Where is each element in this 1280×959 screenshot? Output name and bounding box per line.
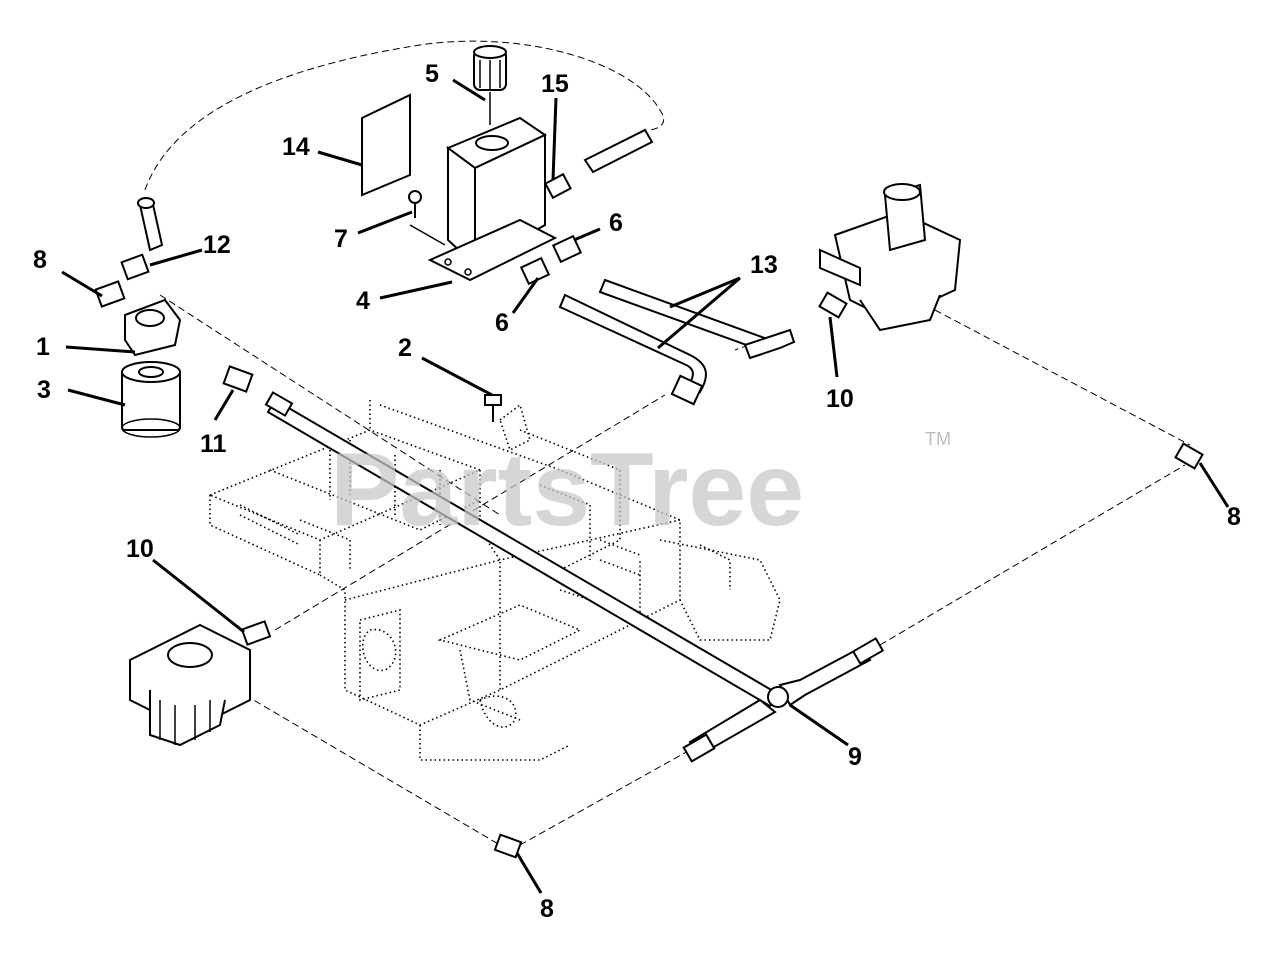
hydraulic-pump [819, 183, 962, 332]
filter-fittings [94, 197, 164, 308]
callout-labels: 14 5 15 8 12 7 6 13 1 4 6 3 2 10 11 8 10… [33, 60, 1241, 923]
hydraulic-tube-assembly [264, 391, 885, 763]
fitting-10-left [240, 620, 272, 646]
screw [408, 190, 446, 246]
callout-2: 2 [398, 334, 412, 362]
partstree-watermark: PartsTree TM [330, 429, 951, 548]
callout-8-top-left: 8 [33, 246, 47, 274]
hydraulic-tank [427, 116, 558, 282]
callout-6-lower: 6 [495, 309, 509, 337]
decal [361, 93, 411, 197]
callout-6-upper: 6 [609, 209, 623, 237]
elbow-fitting-bottom [493, 833, 523, 859]
hose-routing-lines [144, 40, 1191, 846]
callout-4: 4 [356, 287, 370, 315]
callout-15: 15 [541, 70, 569, 98]
fitting-11 [222, 365, 254, 393]
callout-9: 9 [848, 743, 862, 771]
callout-8-right: 8 [1227, 503, 1241, 531]
leader-lines [61, 78, 1230, 894]
callout-13: 13 [750, 251, 778, 279]
callout-3: 3 [37, 376, 51, 404]
callout-11: 11 [200, 430, 227, 458]
callout-10-right: 10 [826, 385, 854, 413]
watermark-text: PartsTree [330, 432, 804, 548]
callout-5: 5 [425, 60, 439, 88]
bolt [484, 394, 502, 422]
fitting-10-right [818, 291, 848, 319]
callout-12: 12 [203, 231, 231, 259]
watermark-trademark: TM [925, 429, 951, 449]
tank-cap [473, 45, 507, 125]
return-hose-upper [544, 128, 654, 200]
callout-7: 7 [334, 225, 348, 253]
oil-filter-assembly [121, 298, 182, 438]
elbow-fitting-right [1174, 442, 1204, 470]
callout-10-left: 10 [126, 535, 154, 563]
callout-8-bottom: 8 [540, 895, 554, 923]
control-valve [129, 623, 251, 747]
hoses-13 [558, 278, 796, 406]
callout-14: 14 [282, 133, 310, 161]
callout-1: 1 [36, 333, 50, 361]
